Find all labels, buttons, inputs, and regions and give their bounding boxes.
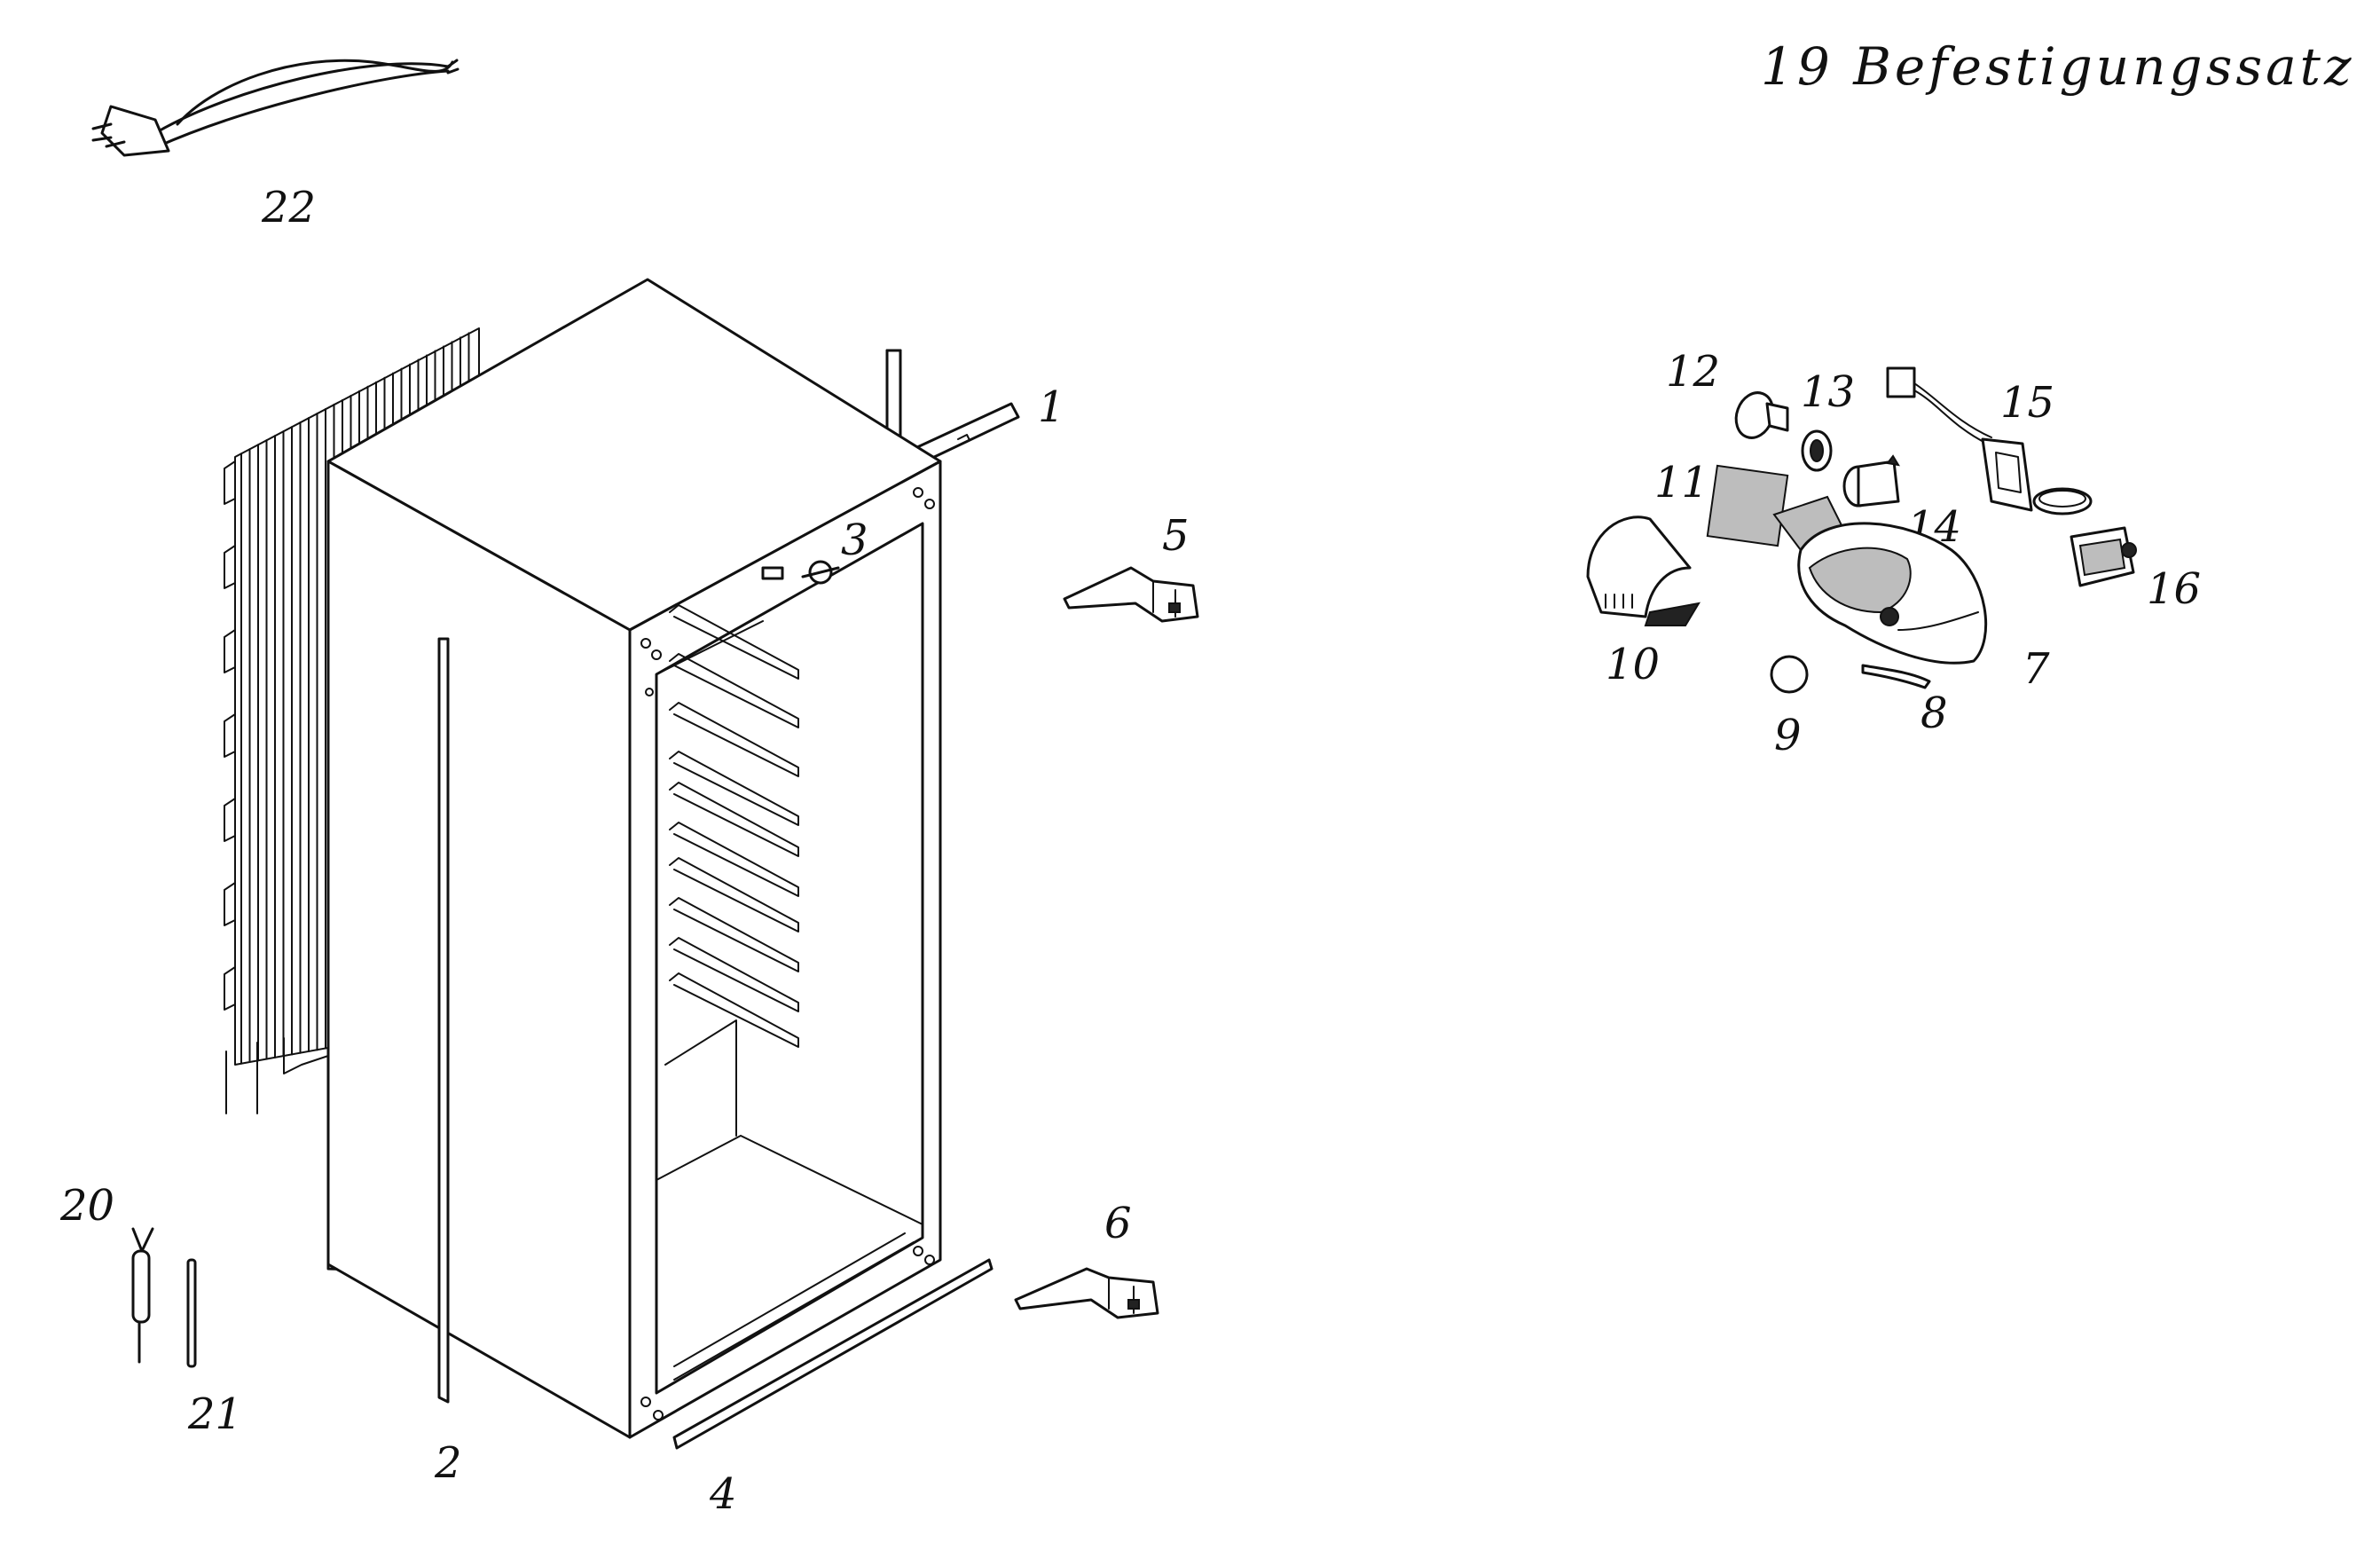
switch-part (761, 560, 840, 585)
shelf-rail (669, 782, 799, 857)
shelf-rail (669, 653, 799, 728)
shelf-rail (669, 702, 799, 777)
label-12: 12 (1666, 347, 1720, 397)
refrigerator-cabinet (326, 278, 942, 1439)
ring-part (1801, 429, 1833, 472)
label-22: 22 (261, 183, 316, 232)
label-8: 8 (1920, 689, 1948, 738)
label-4: 4 (709, 1469, 737, 1519)
label-11: 11 (1654, 458, 1708, 508)
lens-strip-part (1861, 664, 1931, 689)
lower-hinge-part (1014, 1267, 1159, 1319)
socket-part (1842, 454, 1900, 508)
shelf-rail (669, 937, 799, 1012)
bulb-part (1734, 391, 1789, 439)
plate-part (1706, 464, 1789, 547)
label-1: 1 (1038, 382, 1065, 432)
label-10: 10 (1606, 640, 1660, 689)
label-9: 9 (1774, 711, 1802, 760)
shelf-rail (669, 822, 799, 897)
label-13: 13 (1801, 367, 1855, 417)
sensor-part-20 (131, 1227, 154, 1364)
bottom-strip-part (672, 1258, 994, 1450)
shelf-rail (669, 604, 799, 680)
housing-part (1772, 495, 1988, 665)
thermostat-part (2032, 487, 2137, 587)
shelf-rail (669, 857, 799, 933)
label-15: 15 (2000, 378, 2054, 428)
label-16: 16 (2147, 564, 2201, 614)
upper-hinge-part (1063, 566, 1199, 623)
sensor-part-21 (186, 1258, 197, 1368)
label-5: 5 (1162, 511, 1190, 561)
label-2: 2 (434, 1438, 462, 1488)
label-20: 20 (59, 1181, 114, 1231)
cover-part (1586, 515, 1701, 626)
wire-connector-part (1886, 366, 2033, 512)
label-6: 6 (1104, 1199, 1132, 1248)
shelf-rail (669, 751, 799, 826)
power-cord-part (91, 59, 460, 157)
label-3: 3 (841, 515, 868, 565)
kit-title: 19 Befestigungssatz (1761, 36, 2355, 97)
shelf-rail (669, 972, 799, 1048)
label-21: 21 (187, 1389, 242, 1439)
label-7: 7 (2023, 644, 2050, 694)
knob-part (1770, 655, 1809, 694)
side-strip-part (437, 637, 450, 1404)
shelf-rail (669, 897, 799, 972)
